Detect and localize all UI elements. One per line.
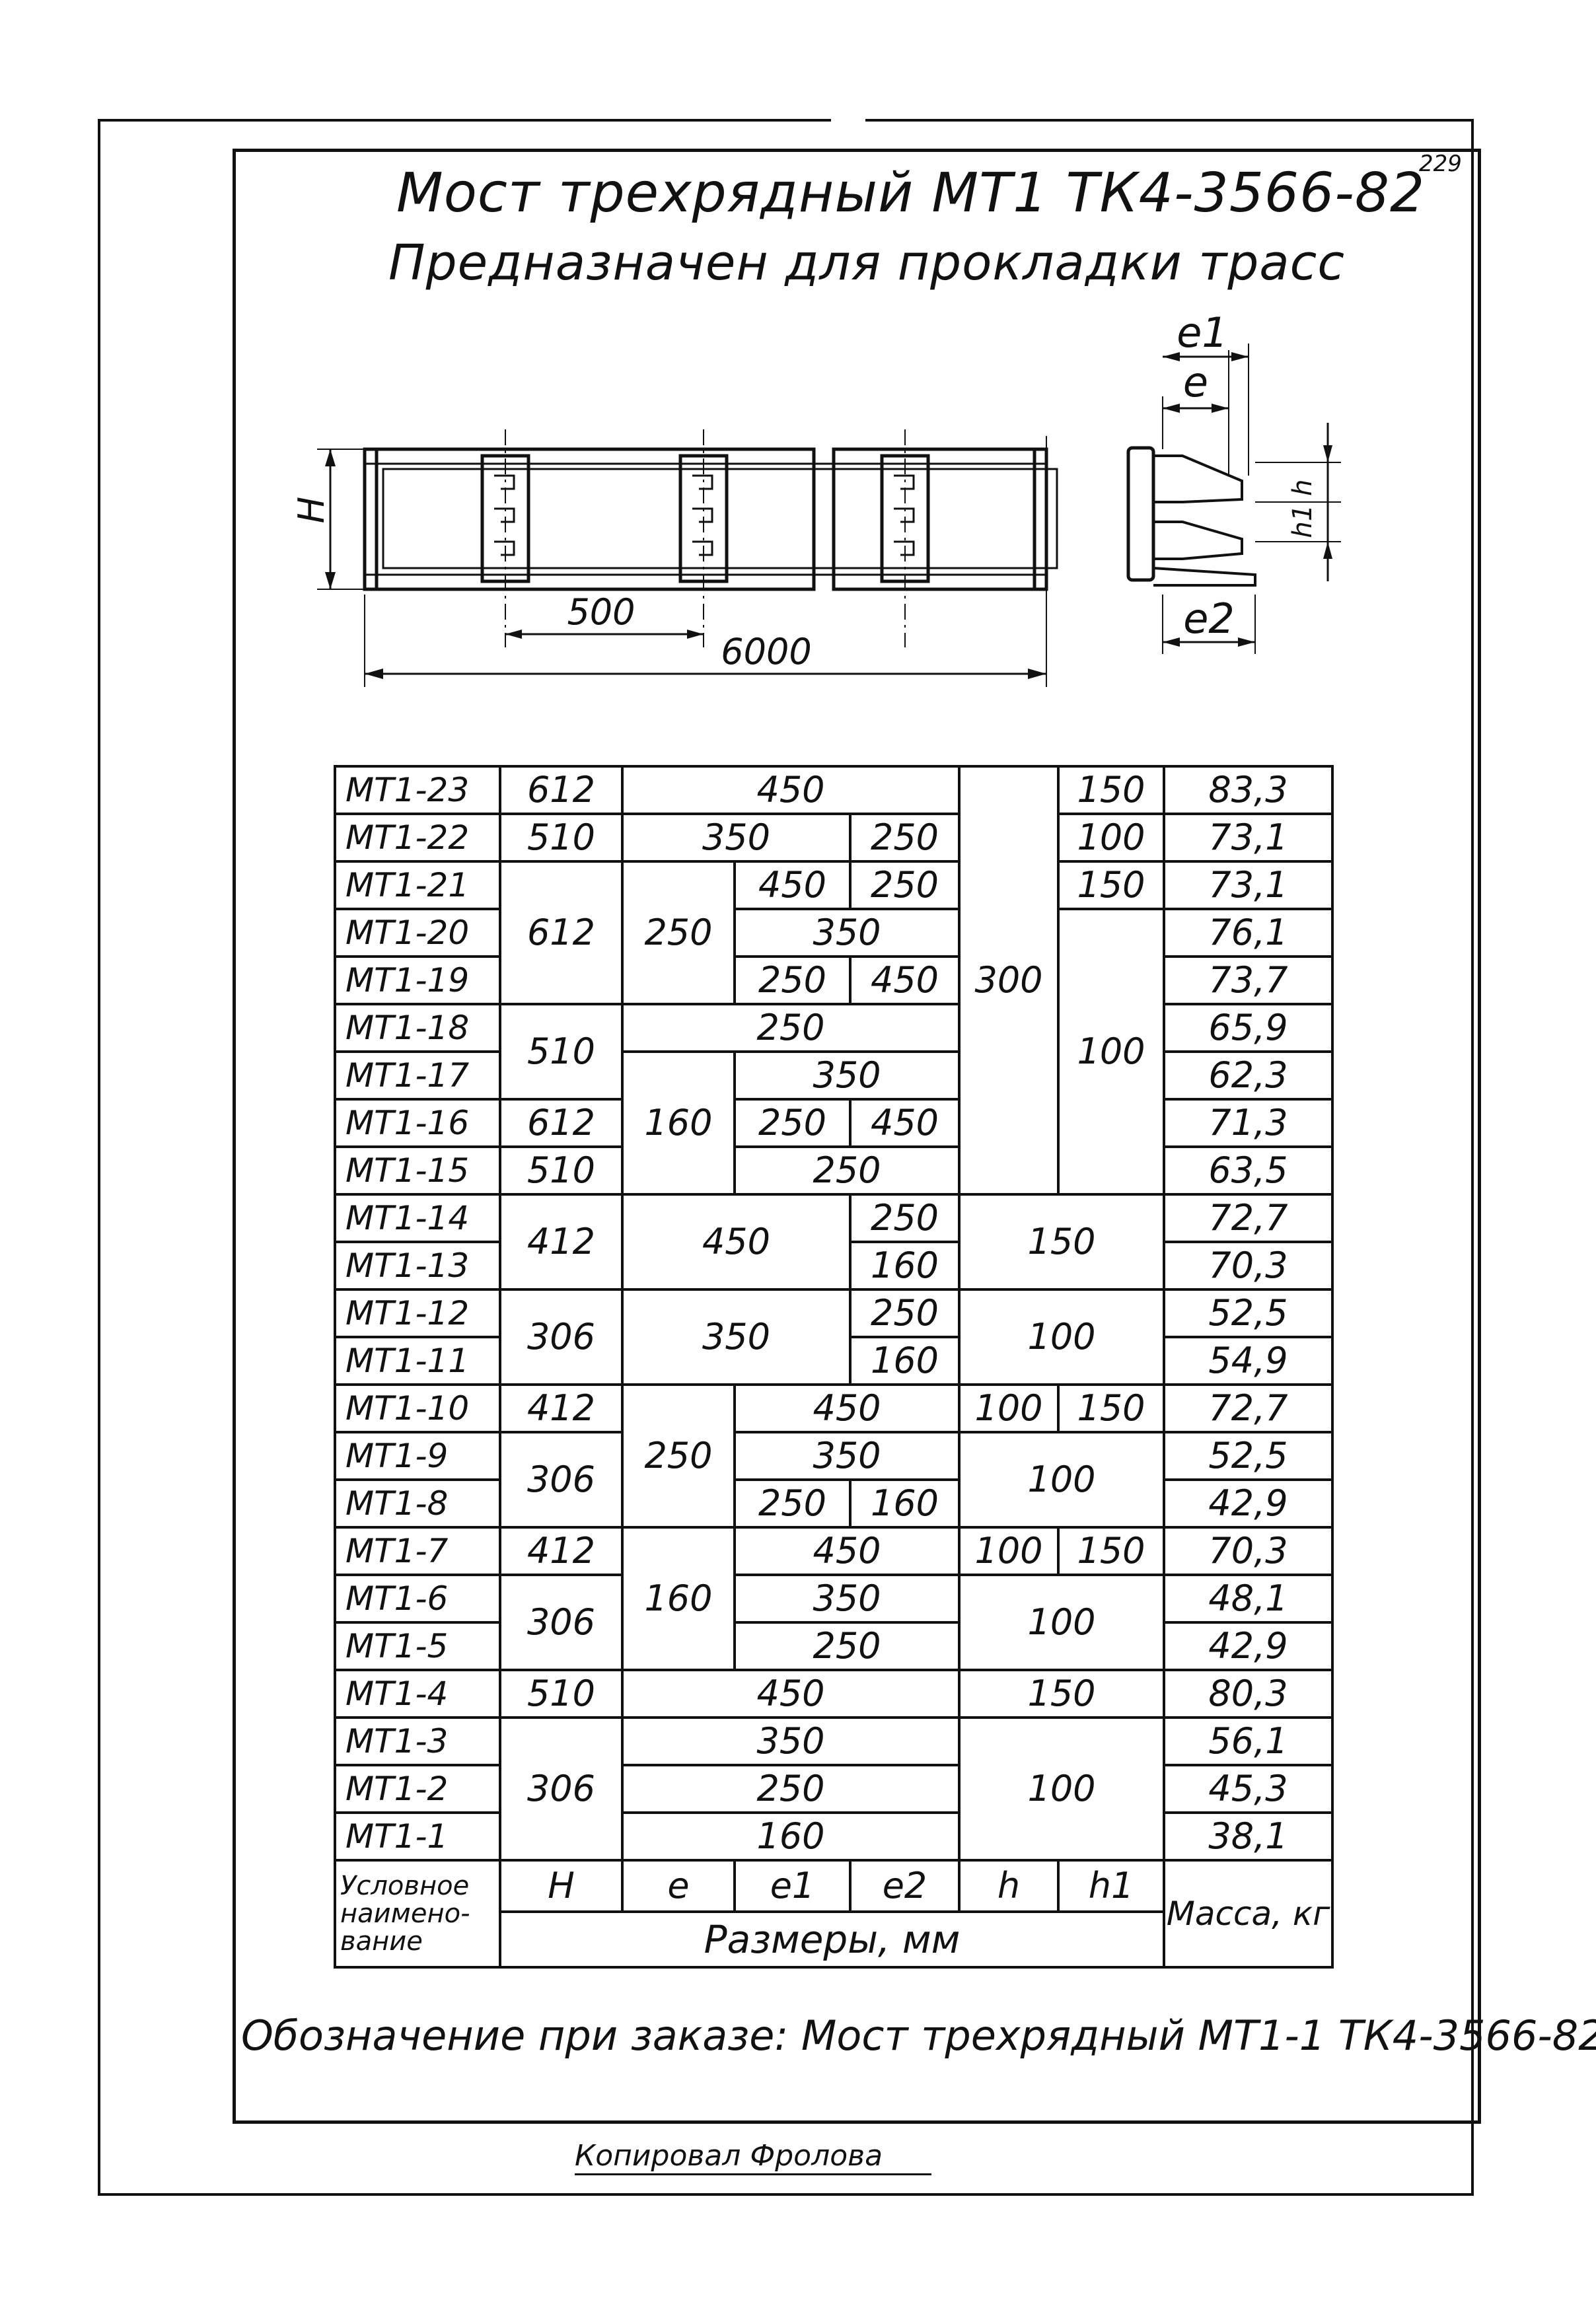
table-row: МТ1-21 612 250 450 250 150 73,1 xyxy=(334,860,1334,1006)
table-row: МТ1-10 412 250 450 100 150 72,7 xyxy=(334,1383,1334,1529)
technical-drawing: H 500 6000 e1 e e2 h1 h xyxy=(291,308,1341,687)
table-row: МТ1-8 250 160 42,9 xyxy=(334,1478,1334,1529)
order-designation-note: Обозначение при заказе: Мост трехрядный … xyxy=(241,2011,1596,2060)
dimensions-table: МТ1-23 612 450 300 150 83,3 МТ1-22 510 3… xyxy=(334,764,1334,1969)
header-e: e xyxy=(621,1859,736,1914)
copied-underline xyxy=(575,2173,931,2175)
sheet-number: 229 xyxy=(1419,151,1462,177)
bridge-inner-left xyxy=(382,468,1058,569)
table-row: МТ1-20 350 100 76,1 xyxy=(334,908,1334,1196)
table-row: МТ1-6 306 350 100 48,1 xyxy=(334,1574,1334,1672)
table-row: МТ1-2 250 45,3 xyxy=(334,1764,1334,1815)
table-row: МТ1-19 250 450 73,7 xyxy=(334,955,1334,1006)
dim-6000-label: 6000 xyxy=(721,631,811,672)
dim-e2-label: e2 xyxy=(1183,595,1235,643)
dim-H-label: H xyxy=(291,497,332,524)
table-row: МТ1-7 412 160 450 100 150 70,3 xyxy=(334,1526,1334,1672)
header-e2: e2 xyxy=(848,1859,961,1914)
table-row: МТ1-15 510 250 63,5 xyxy=(334,1145,1334,1196)
table-row: МТ1-9 306 350 100 52,5 xyxy=(334,1431,1334,1529)
outer-frame xyxy=(98,119,1474,2196)
table-row: МТ1-3 306 350 100 56,1 xyxy=(334,1716,1334,1862)
table-row: МТ1-17 160 350 62,3 xyxy=(334,1050,1334,1196)
page-title: Мост трехрядный МТ1 ТК4-3566-82 xyxy=(396,162,1426,225)
table-row: МТ1-5 250 42,9 xyxy=(334,1621,1334,1672)
table-row: МТ1-23 612 450 300 150 83,3 xyxy=(334,764,1334,1196)
outer-frame-top-left xyxy=(98,119,831,122)
header-dimensions: Размеры, мм xyxy=(498,1910,1166,1969)
table-header-row: Размеры, мм xyxy=(335,1910,1332,1969)
dim-e1-label: e1 xyxy=(1177,308,1228,357)
table-row: МТ1-16 612 250 450 71,3 xyxy=(334,1098,1334,1149)
table-row: МТ1-1 160 38,1 xyxy=(334,1811,1334,1862)
header-h1: h1 xyxy=(1057,1859,1166,1914)
outer-frame-top-right xyxy=(865,119,1471,122)
dim-e-label: e xyxy=(1183,358,1208,406)
inner-frame xyxy=(233,149,1481,2124)
table-row: МТ1-22 510 350 250 100 73,1 xyxy=(334,813,1334,863)
header-name: Условное наимено-вание xyxy=(334,1859,501,1969)
header-e1: e1 xyxy=(733,1859,852,1914)
table-row: МТ1-4 510 450 150 80,3 xyxy=(334,1669,1334,1720)
header-H: H xyxy=(499,1859,624,1914)
copied-by: Копировал Фролова xyxy=(575,2139,883,2173)
table-row: МТ1-14 412 450 250 150 72,7 xyxy=(334,1193,1334,1291)
dim-500-label: 500 xyxy=(567,591,635,633)
dim-h-label: h1 h xyxy=(1288,480,1318,538)
table-header-row: Условное наимено-вание H e e1 e2 h h1 Ма… xyxy=(334,1859,1334,1969)
section-plate xyxy=(1126,446,1155,582)
table-row: МТ1-13 160 70,3 xyxy=(334,1241,1334,1291)
page-subtitle: Предназначен для прокладки трасс xyxy=(388,235,1346,291)
bridge-frame-left xyxy=(363,447,816,591)
header-h: h xyxy=(958,1859,1060,1914)
header-mass: Масса, кг xyxy=(1163,1859,1334,1969)
table-row: МТ1-18 510 250 65,9 xyxy=(334,1003,1334,1101)
table-row: МТ1-11 160 54,9 xyxy=(334,1336,1334,1387)
table-row: МТ1-12 306 350 250 100 52,5 xyxy=(334,1288,1334,1387)
